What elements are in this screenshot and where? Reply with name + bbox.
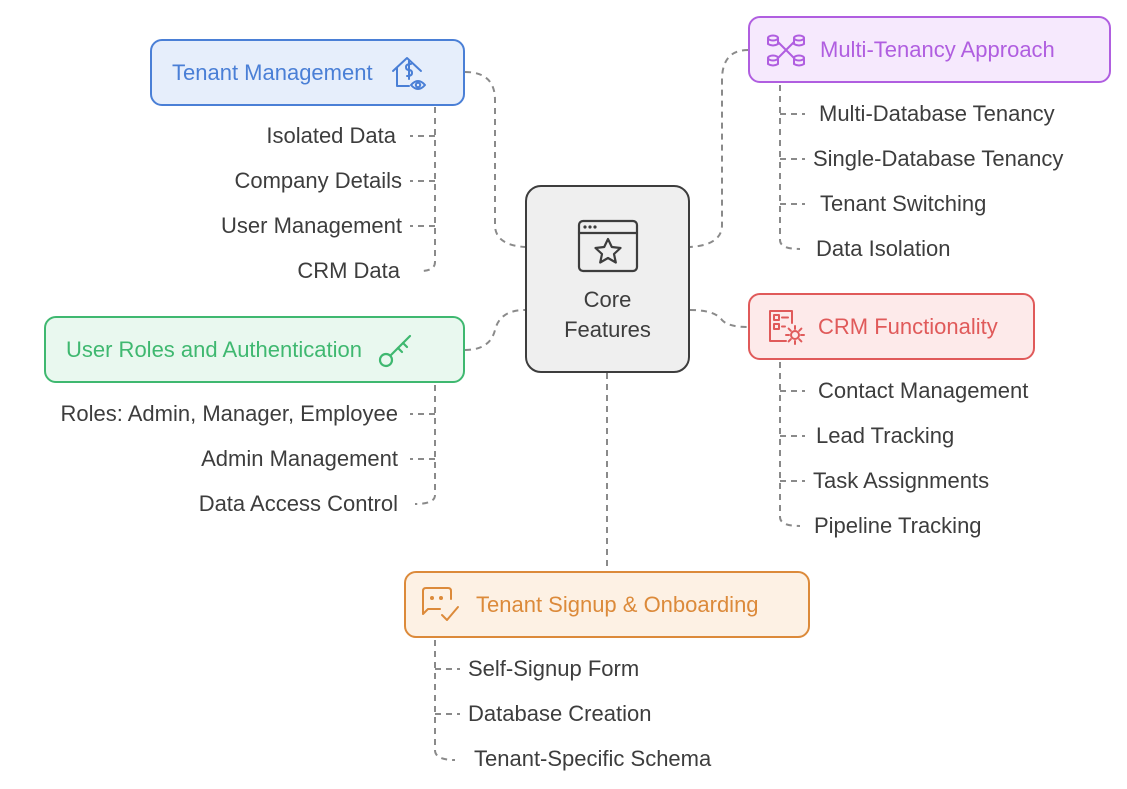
house-dollar-eye-icon xyxy=(391,56,426,90)
tenant-signup-title: Tenant Signup & Onboarding xyxy=(476,591,759,617)
tenant-management-title: Tenant Management xyxy=(172,59,373,85)
connector-mt-spine xyxy=(779,85,801,250)
mt-item-multi-database: Multi-Database Tenancy xyxy=(819,101,1055,126)
tenant-management-node: Tenant Management xyxy=(150,39,465,106)
mt-item-data-isolation: Data Isolation xyxy=(816,236,951,261)
multi-tenancy-node: Multi-Tenancy Approach xyxy=(748,16,1111,83)
core-features-line2: Features xyxy=(564,317,651,342)
core-features-node: Core Features xyxy=(525,185,690,373)
connector-tm-spine xyxy=(419,107,436,272)
tm-item-company-details: Company Details xyxy=(234,168,402,193)
user-roles-node: User Roles and Authentication xyxy=(44,316,465,383)
user-roles-title: User Roles and Authentication xyxy=(66,336,362,362)
crm-node: CRM Functionality xyxy=(748,293,1035,360)
crm-item-pipeline-tracking: Pipeline Tracking xyxy=(814,513,982,538)
signup-item-tenant-schema: Tenant-Specific Schema xyxy=(474,746,712,771)
tm-item-user-management: User Management xyxy=(221,213,402,238)
key-icon xyxy=(378,334,412,367)
crm-item-task-assignments: Task Assignments xyxy=(813,468,990,493)
database-network-icon xyxy=(767,34,805,66)
signup-item-self-signup: Self-Signup Form xyxy=(468,656,640,681)
ur-item-admin-management: Admin Management xyxy=(201,446,398,471)
connector-ur-spine xyxy=(414,385,436,505)
multi-tenancy-title: Multi-Tenancy Approach xyxy=(820,36,1055,62)
tm-item-crm-data: CRM Data xyxy=(297,258,400,283)
connector-crm xyxy=(689,309,749,328)
mt-item-single-database: Single-Database Tenancy xyxy=(813,146,1064,171)
core-features-line1: Core xyxy=(583,287,632,312)
ur-item-roles: Roles: Admin, Manager, Employee xyxy=(60,401,398,426)
crm-item-lead-tracking: Lead Tracking xyxy=(816,423,955,448)
mt-item-tenant-switching: Tenant Switching xyxy=(820,191,987,216)
connector-multi-tenancy xyxy=(689,49,749,248)
connector-tenant-management xyxy=(464,71,526,248)
connector-signup-spine xyxy=(434,640,456,761)
connector-user-roles xyxy=(464,309,526,351)
ur-item-data-access-control: Data Access Control xyxy=(198,491,398,516)
document-gear-icon xyxy=(769,309,805,345)
tenant-signup-node: Tenant Signup & Onboarding xyxy=(404,571,810,638)
browser-star-icon xyxy=(577,219,639,273)
crm-title: CRM Functionality xyxy=(818,313,998,339)
signup-item-database-creation: Database Creation xyxy=(468,701,652,726)
connector-crm-spine xyxy=(779,362,801,527)
tm-item-isolated-data: Isolated Data xyxy=(266,123,396,148)
chat-check-icon xyxy=(422,586,459,621)
crm-item-contact-management: Contact Management xyxy=(818,378,1029,403)
